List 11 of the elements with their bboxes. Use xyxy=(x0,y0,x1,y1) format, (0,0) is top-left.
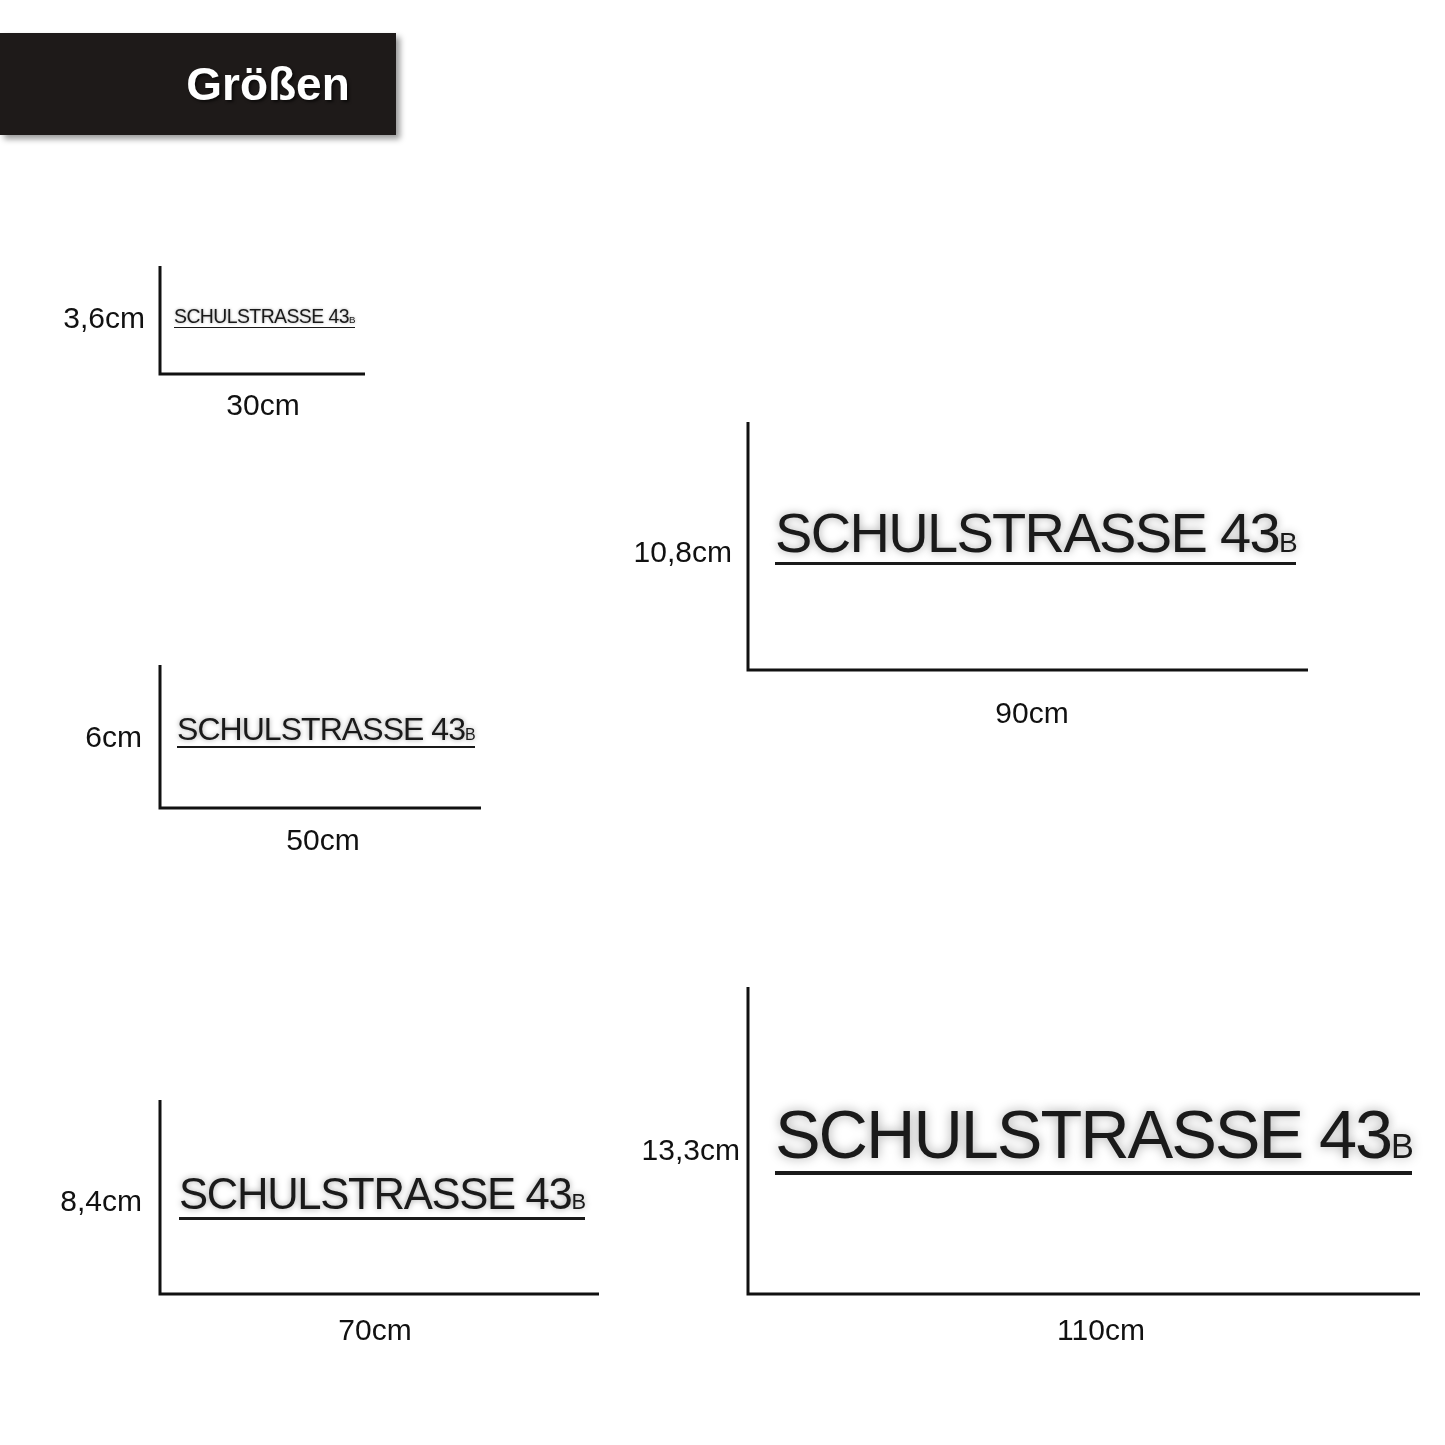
height-label: 10,8cm xyxy=(633,537,732,567)
title-banner: Größen xyxy=(0,33,396,135)
width-label: 110cm xyxy=(1057,1315,1145,1345)
width-label: 50cm xyxy=(286,825,360,855)
height-label: 8,4cm xyxy=(60,1186,142,1216)
height-label: 6cm xyxy=(85,722,142,752)
width-label: 90cm xyxy=(995,698,1069,728)
width-label: 70cm xyxy=(338,1315,412,1345)
height-label: 3,6cm xyxy=(63,303,145,333)
height-label: 13,3cm xyxy=(641,1135,740,1165)
width-label: 30cm xyxy=(226,390,300,420)
